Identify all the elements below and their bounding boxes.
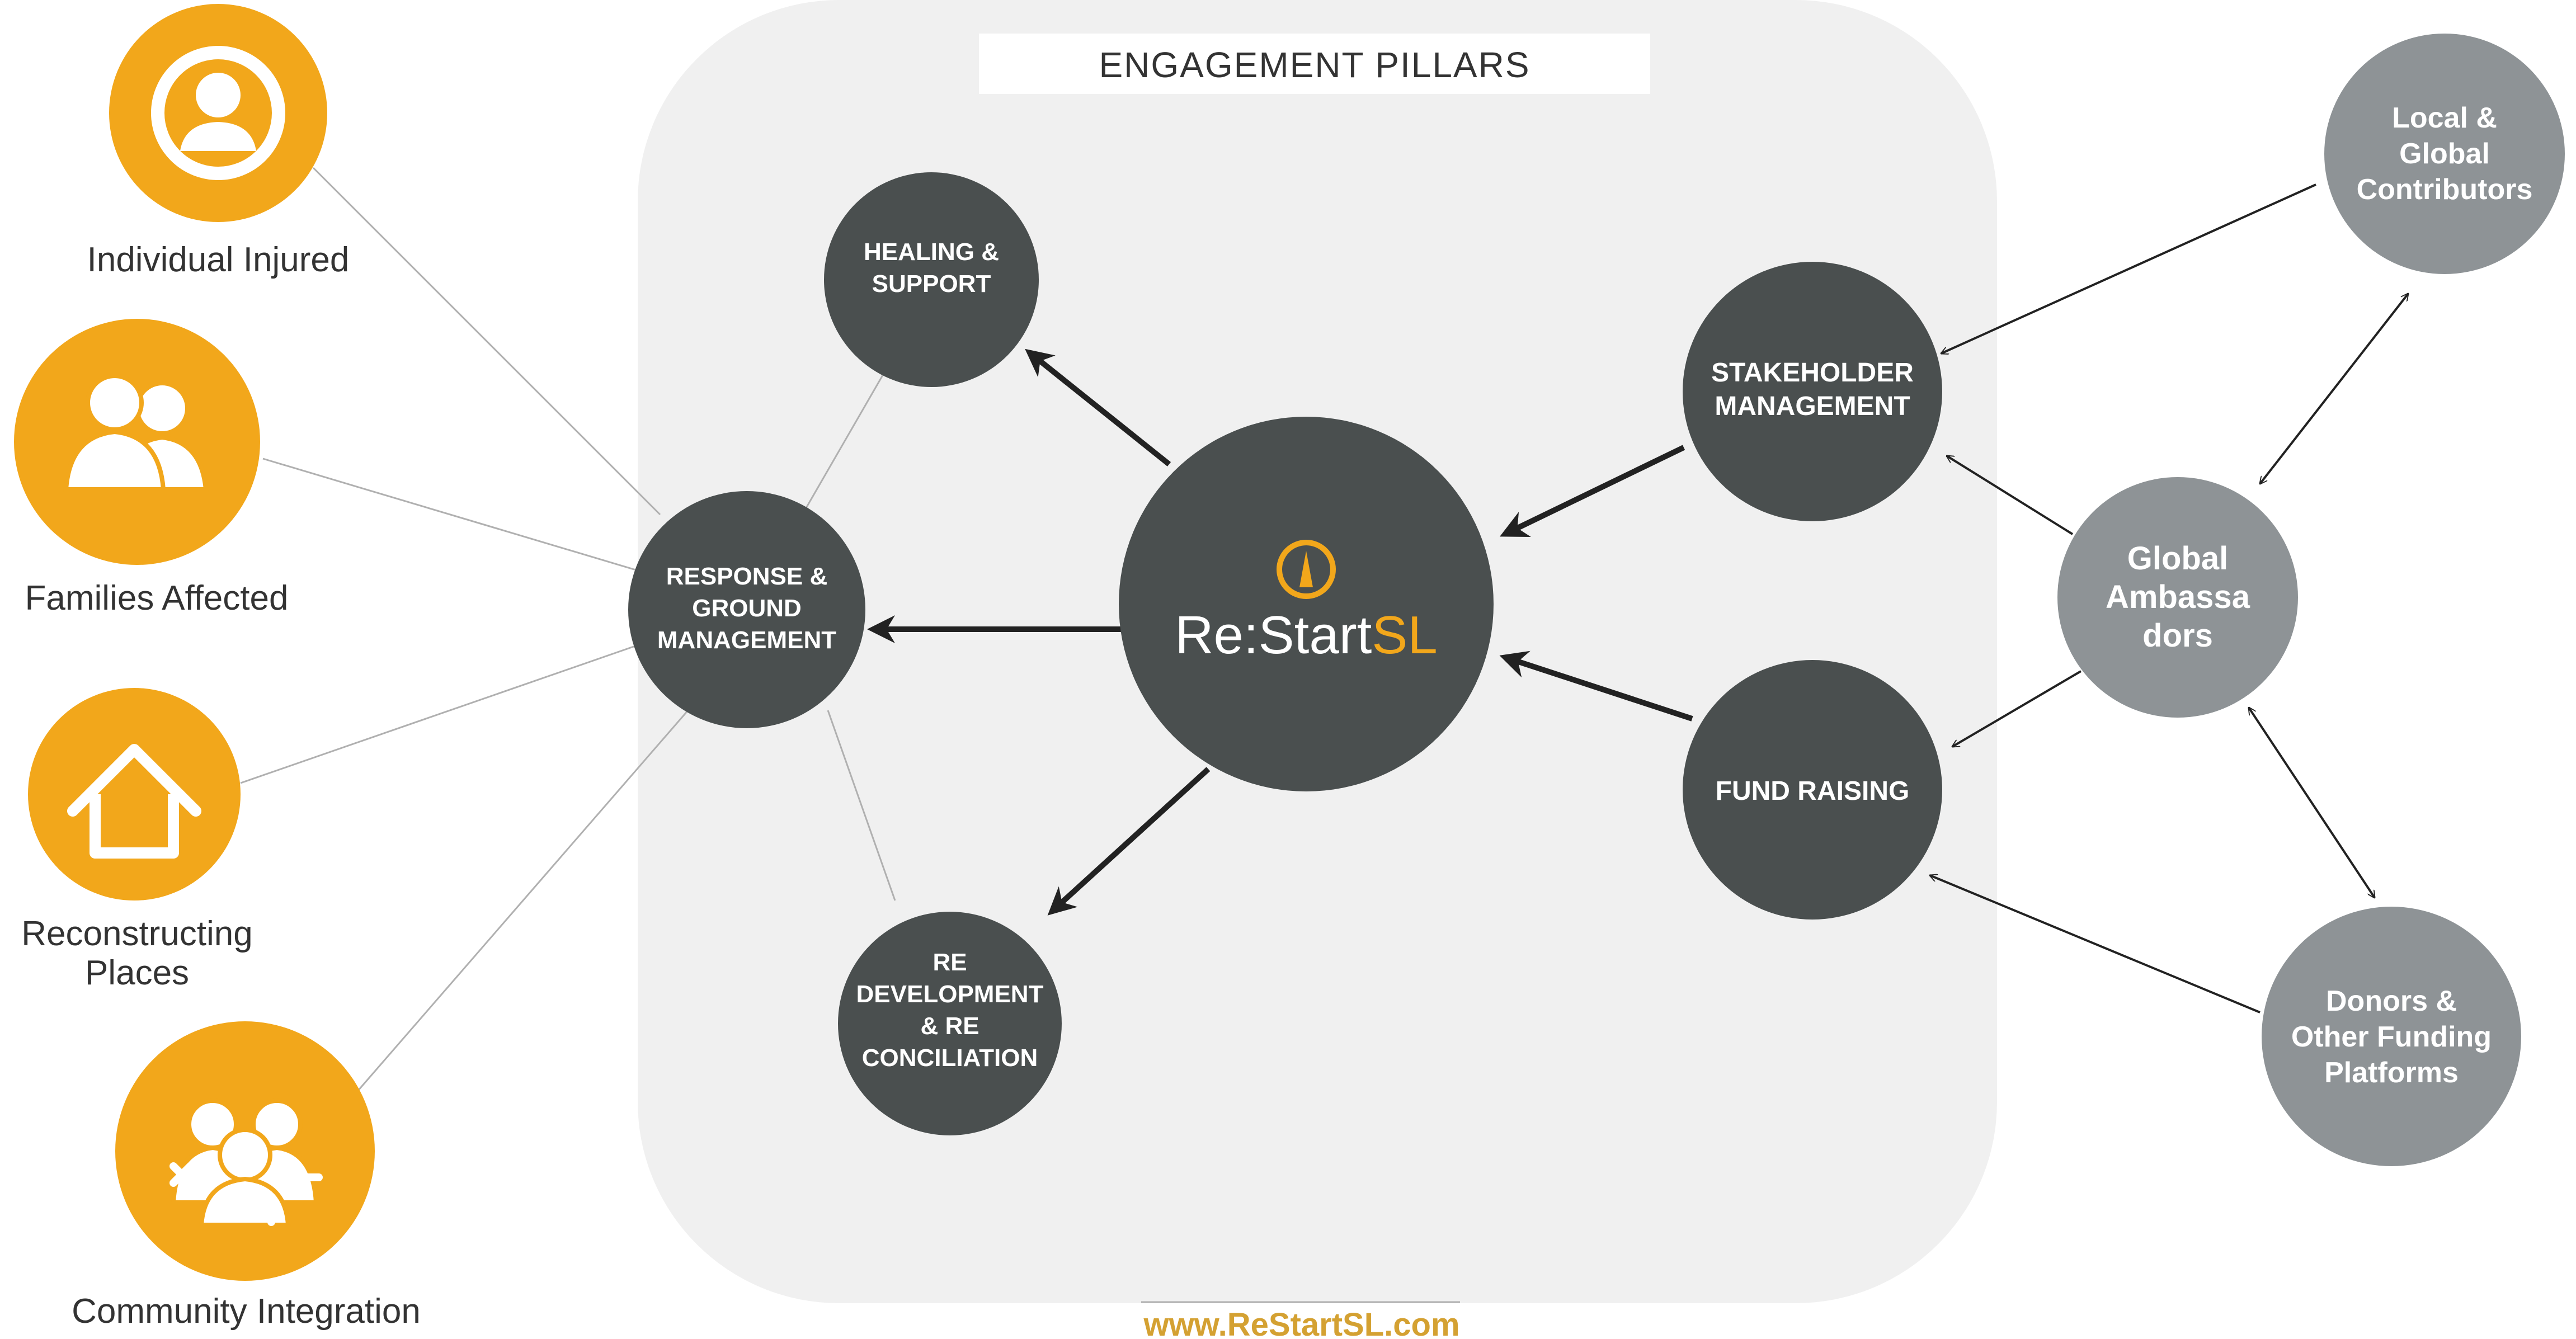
community-symbols xyxy=(169,1162,323,1226)
label-reconstructing-line2: Places xyxy=(85,954,189,992)
pillar-response-line3: MANAGEMENT xyxy=(657,626,836,654)
external-nodes: Local & Global Contributors Global Ambas… xyxy=(2057,34,2565,1166)
label-community-integration: Community Integration xyxy=(72,1292,421,1331)
pillar-stakeholder-line1: STAKEHOLDER xyxy=(1711,358,1914,388)
pillar-redevelopment-line2: DEVELOPMENT xyxy=(856,980,1044,1008)
house-icon xyxy=(67,744,201,859)
pillar-redevelopment-line1: RE xyxy=(933,949,967,976)
donors-line2: Other Funding xyxy=(2291,1021,2492,1053)
left-link-lines xyxy=(240,167,896,1091)
footer-url[interactable]: www.ReStartSL.com xyxy=(1143,1307,1459,1339)
center-arrows xyxy=(867,348,1693,916)
pillar-response-line1: RESPONSE & xyxy=(666,563,828,590)
left-items: Individual Injured Families Affected Rec… xyxy=(14,4,421,1331)
center-logo-suffix: SL xyxy=(1372,605,1437,665)
pillar-redevelopment xyxy=(838,912,1062,1135)
contributors-line3: Contributors xyxy=(2357,173,2533,206)
pillar-fund-raising xyxy=(1683,660,1942,920)
pillar-fund-raising-line1: FUND RAISING xyxy=(1716,776,1910,806)
pillar-healing-line1: HEALING & xyxy=(864,238,999,266)
pillar-response-ground xyxy=(628,491,865,728)
pillar-stakeholder-line2: MANAGEMENT xyxy=(1715,392,1910,421)
donors-line1: Donors & xyxy=(2326,985,2457,1017)
contributors-line1: Local & xyxy=(2392,102,2497,134)
center-logo-prefix: Re:Start xyxy=(1175,605,1372,665)
label-individual-injured: Individual Injured xyxy=(87,241,350,279)
pillar-stakeholder-management xyxy=(1683,262,1942,521)
label-reconstructing-line1: Reconstructing xyxy=(21,914,253,953)
contributors-line2: Global xyxy=(2399,138,2490,170)
ambassadors-line2: Ambassa xyxy=(2106,579,2250,615)
pillar-redevelopment-line3: & RE xyxy=(920,1012,979,1040)
donors-line3: Platforms xyxy=(2324,1057,2459,1089)
ambassadors-line3: dors xyxy=(2142,617,2213,654)
reconstructing-places-circle xyxy=(28,688,241,900)
ambassadors-line1: Global xyxy=(2127,540,2228,577)
pillar-nodes: HEALING & SUPPORT RESPONSE & GROUND MANA… xyxy=(628,172,1942,1135)
pillar-redevelopment-line4: CONCILIATION xyxy=(862,1044,1038,1072)
external-donors xyxy=(2262,907,2521,1166)
center-logo-text: Re:StartSL xyxy=(1175,605,1438,665)
diagram-title: ENGAGEMENT PILLARS xyxy=(1099,45,1530,85)
pillar-response-line2: GROUND xyxy=(692,595,802,622)
label-families-affected: Families Affected xyxy=(25,579,289,617)
gauge-icon xyxy=(1277,540,1336,599)
external-ambassadors xyxy=(2057,477,2298,718)
external-contributors xyxy=(2324,34,2565,274)
person-icon xyxy=(151,46,285,180)
right-arrows xyxy=(1930,183,2408,1013)
family-icon xyxy=(63,374,209,492)
pillar-healing-line2: SUPPORT xyxy=(872,270,991,298)
title-box xyxy=(979,34,1650,94)
center-node xyxy=(1119,417,1494,791)
pillar-healing-support xyxy=(824,172,1039,387)
